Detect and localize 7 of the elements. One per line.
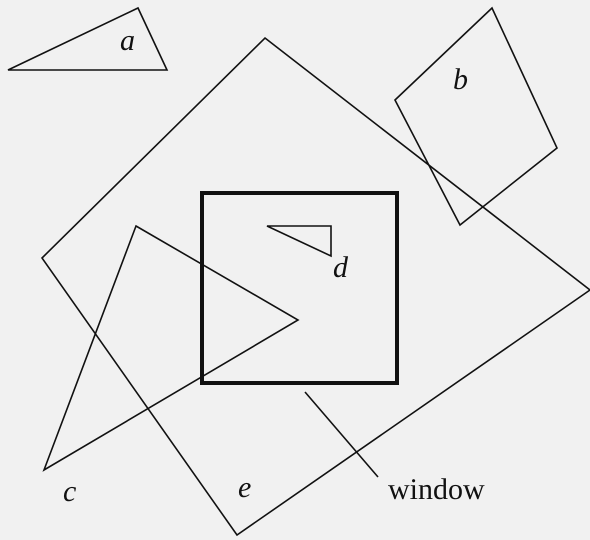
shape-label: c [63, 477, 76, 507]
shape-label: b [453, 65, 468, 95]
leader-line [304, 391, 379, 478]
shape-label: a [120, 26, 135, 56]
shape-label: e [238, 473, 252, 503]
callout-label: window [388, 475, 485, 505]
shape-label: d [333, 253, 348, 283]
